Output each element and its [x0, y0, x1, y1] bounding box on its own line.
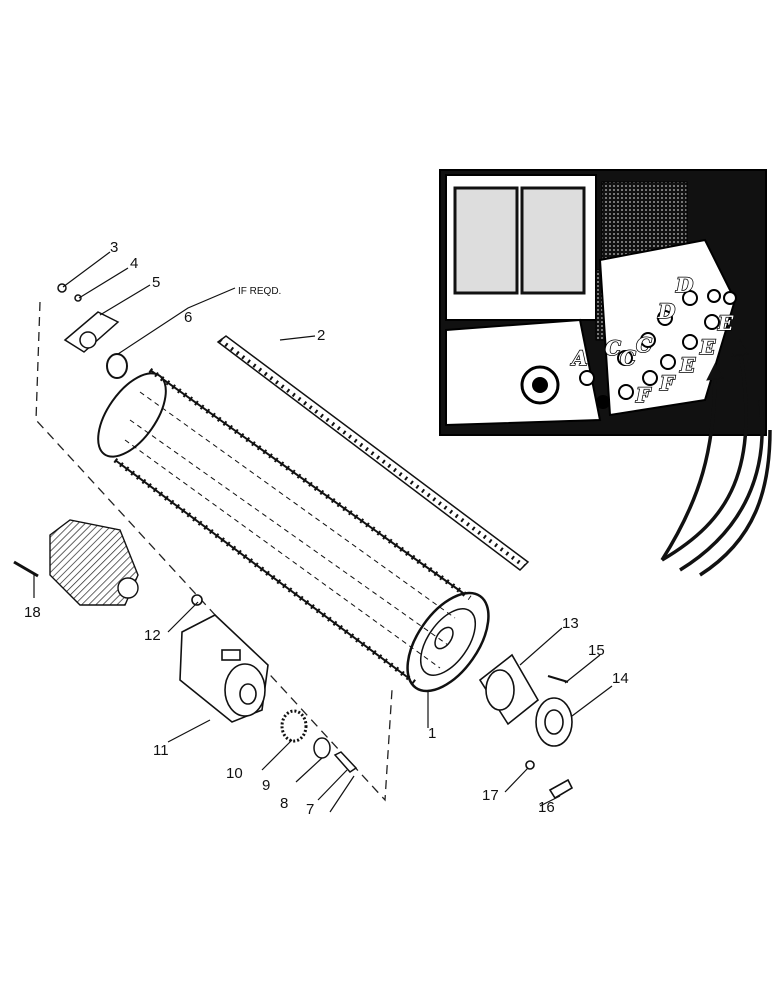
part-number-labels: 1 2 3 4 5 6 IF REQD. 7 8 9 10 11 12 13 1…: [24, 239, 629, 818]
inset-letter-c2: C: [620, 346, 636, 370]
drive-housing: [179, 594, 269, 723]
label-part-16: 16: [538, 799, 555, 816]
label-part-11: 11: [153, 742, 169, 759]
inset-letter-e3: E: [679, 353, 696, 377]
label-part-3: 3: [110, 239, 118, 256]
inset-letter-d1: D: [675, 273, 694, 297]
label-part-2: 2: [317, 327, 325, 344]
location-inset: A C C C D D E E E F F: [439, 169, 767, 436]
inset-letter-f1: F: [635, 383, 652, 407]
label-part-4: 4: [130, 255, 138, 272]
inset-letter-e1: E: [717, 311, 734, 335]
end-flange-group: [57, 283, 128, 379]
label-part-14: 14: [612, 670, 629, 687]
label-part-8: 8: [280, 795, 288, 812]
inset-letter-c3: C: [636, 333, 652, 357]
screen-drum: [97, 367, 490, 693]
inset-letter-d2: D: [657, 299, 676, 323]
inset-letter-e2: E: [699, 335, 716, 359]
inset-letter-a: A: [570, 346, 588, 370]
label-part-10: 10: [226, 765, 243, 782]
right-bearing-group: [478, 653, 574, 800]
label-part-12: 12: [144, 627, 161, 644]
label-part-6: 6: [184, 309, 192, 326]
hydraulic-motor: [13, 519, 139, 606]
label-part-9: 9: [262, 777, 270, 794]
sprocket-parts: [280, 709, 358, 773]
label-part-13: 13: [562, 615, 579, 632]
inset-callout-letters: A C C C D D E E E F F: [569, 272, 735, 408]
label-part-18: 18: [24, 604, 41, 621]
rubber-strip: [216, 335, 530, 571]
location-arrows: [660, 338, 772, 577]
label-part-15: 15: [588, 642, 605, 659]
label-part-1: 1: [428, 725, 436, 742]
note-if-reqd: IF REQD.: [238, 286, 281, 297]
leader-lines: [33, 251, 613, 813]
label-part-5: 5: [152, 274, 160, 291]
label-part-7: 7: [306, 801, 314, 818]
inset-letter-c1: C: [605, 336, 621, 360]
inset-letter-f2: F: [659, 371, 676, 395]
assembly-boundary: [35, 301, 393, 802]
label-part-17: 17: [482, 787, 499, 804]
